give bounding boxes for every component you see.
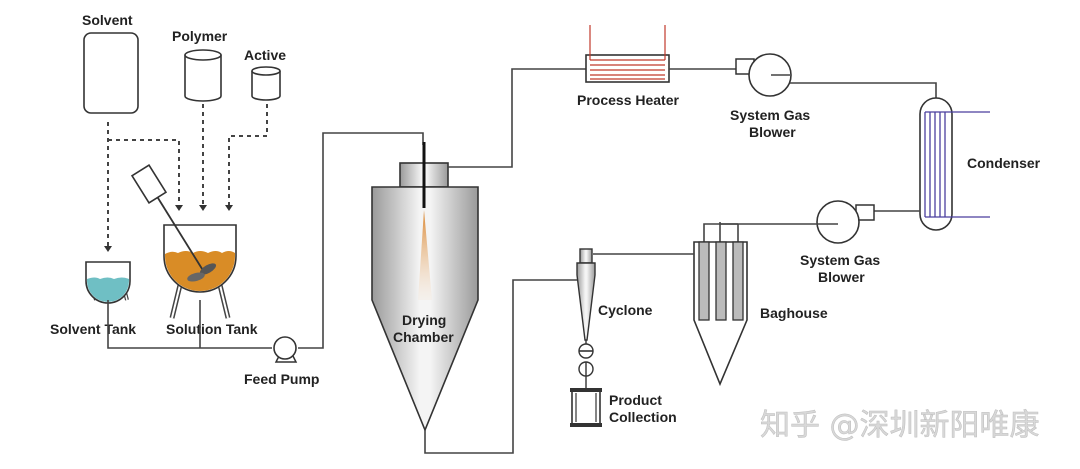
polymer-container <box>184 49 222 102</box>
solvent-tank-label: Solvent Tank <box>50 321 136 337</box>
cyclone-label: Cyclone <box>598 302 653 318</box>
system-gas-blower-bottom <box>719 200 875 244</box>
feed-pump <box>273 336 298 363</box>
baghouse <box>693 223 748 387</box>
blower-bottom-label-1: System Gas <box>800 252 880 268</box>
blower-top-label-2: Blower <box>749 124 796 140</box>
drying-chamber-label-1: Drying <box>402 312 446 328</box>
watermark: 知乎 @深圳新阳唯康 <box>760 408 1040 443</box>
drying-chamber-label-2: Chamber <box>393 329 454 345</box>
blower-bottom-label-2: Blower <box>818 269 865 285</box>
chamber-outlet-line <box>424 279 577 454</box>
condenser <box>919 97 990 231</box>
process-heater-label: Process Heater <box>577 92 680 108</box>
solution-tank-label: Solution Tank <box>166 321 258 337</box>
drying-chamber <box>371 142 479 433</box>
feed-pump-label: Feed Pump <box>244 371 319 387</box>
dashed-feed-lines <box>104 104 268 252</box>
solution-tank <box>130 164 237 319</box>
product-collection-label-2: Collection <box>609 409 677 425</box>
polymer-label: Polymer <box>172 28 228 44</box>
active-label: Active <box>244 47 286 63</box>
cyclone <box>576 248 596 388</box>
blower-condenser-line <box>790 82 937 98</box>
product-collection <box>570 388 602 427</box>
solvent-label: Solvent <box>82 12 133 28</box>
feed-line <box>107 132 424 349</box>
condenser-label: Condenser <box>967 155 1041 171</box>
blower-top-label-1: System Gas <box>730 107 810 123</box>
process-heater <box>585 25 670 83</box>
solvent-container <box>83 32 139 114</box>
system-gas-blower-top <box>735 53 792 97</box>
product-collection-label-1: Product <box>609 392 662 408</box>
active-container <box>251 66 281 101</box>
solvent-tank <box>85 261 131 304</box>
hot-gas-line <box>448 68 586 168</box>
baghouse-label: Baghouse <box>760 305 828 321</box>
